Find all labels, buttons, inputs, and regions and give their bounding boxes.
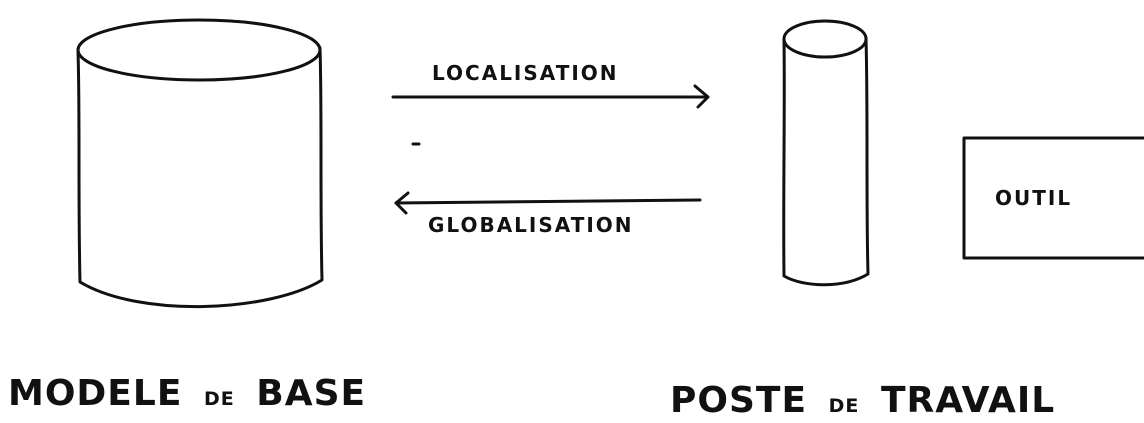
workstation-title-end: TRAVAIL	[881, 380, 1055, 421]
workstation-cylinder	[782, 19, 870, 287]
tool-label: OUTIL	[995, 186, 1072, 210]
workstation-title-particle: DE	[829, 395, 860, 417]
base-model-cylinder	[76, 18, 324, 309]
base-model-title: MODELE DE BASE	[8, 373, 366, 414]
base-model-title-particle: DE	[204, 388, 235, 410]
globalisation-label: GLOBALISATION	[428, 213, 634, 237]
workstation-title: POSTE DE TRAVAIL	[670, 380, 1055, 421]
localisation-label: LOCALISATION	[432, 61, 619, 85]
base-model-title-main: MODELE	[8, 373, 182, 414]
globalisation-arrow	[394, 191, 702, 215]
workstation-title-main: POSTE	[670, 380, 807, 421]
localisation-arrow	[391, 84, 710, 109]
tool-box	[962, 136, 1144, 260]
base-model-title-end: BASE	[256, 373, 366, 414]
